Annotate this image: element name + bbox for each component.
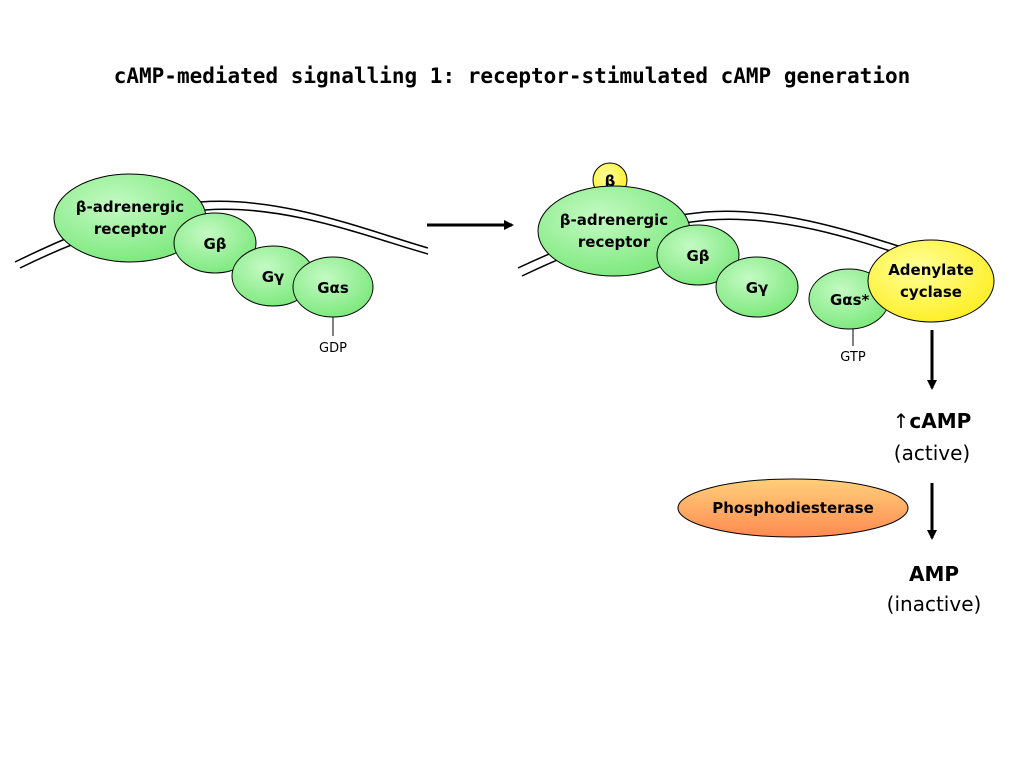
left-g-alpha-s-label: Gαs [317, 279, 349, 297]
right-g-beta: Gβ [656, 224, 740, 286]
right-gtp-label: GTP [840, 350, 866, 365]
right-ligand-label: β [605, 172, 616, 190]
amp-state: (inactive) [887, 592, 982, 616]
right-receptor-label-2: receptor [578, 233, 651, 251]
right-g-gamma: Gγ [715, 256, 799, 318]
right-g-beta-label: Gβ [686, 247, 709, 265]
phosphodiesterase: Phosphodiesterase [677, 478, 909, 538]
left-receptor-label-1: β-adrenergic [76, 198, 184, 216]
right-g-gamma-label: Gγ [746, 279, 769, 297]
left-gdp-label: GDP [319, 341, 347, 356]
camp-text: cAMP [909, 409, 971, 433]
right-receptor-label-1: β-adrenergic [560, 211, 668, 229]
adenylate-cyclase: Adenylate cyclase [867, 239, 995, 323]
left-receptor-label-2: receptor [94, 220, 167, 238]
right-receptor: β-adrenergic receptor [537, 185, 691, 277]
amp-label: AMP [909, 562, 959, 586]
left-receptor: β-adrenergic receptor [53, 173, 207, 263]
slide-title: cAMP-mediated signalling 1: receptor-sti… [113, 64, 911, 88]
left-g-alpha-s: Gαs [292, 256, 374, 318]
left-g-beta: Gβ [173, 212, 257, 274]
adenylate-cyclase-label-1: Adenylate [888, 261, 974, 279]
phosphodiesterase-label: Phosphodiesterase [712, 499, 874, 517]
camp-state: (active) [894, 441, 970, 465]
left-g-beta-label: Gβ [203, 235, 226, 253]
camp-label: ↑cAMP [893, 409, 972, 433]
left-g-gamma-label: Gγ [262, 268, 285, 286]
right-g-alpha-s-label: Gαs* [830, 291, 870, 309]
adenylate-cyclase-label-2: cyclase [900, 283, 962, 301]
camp-up-arrow: ↑ [893, 409, 910, 433]
